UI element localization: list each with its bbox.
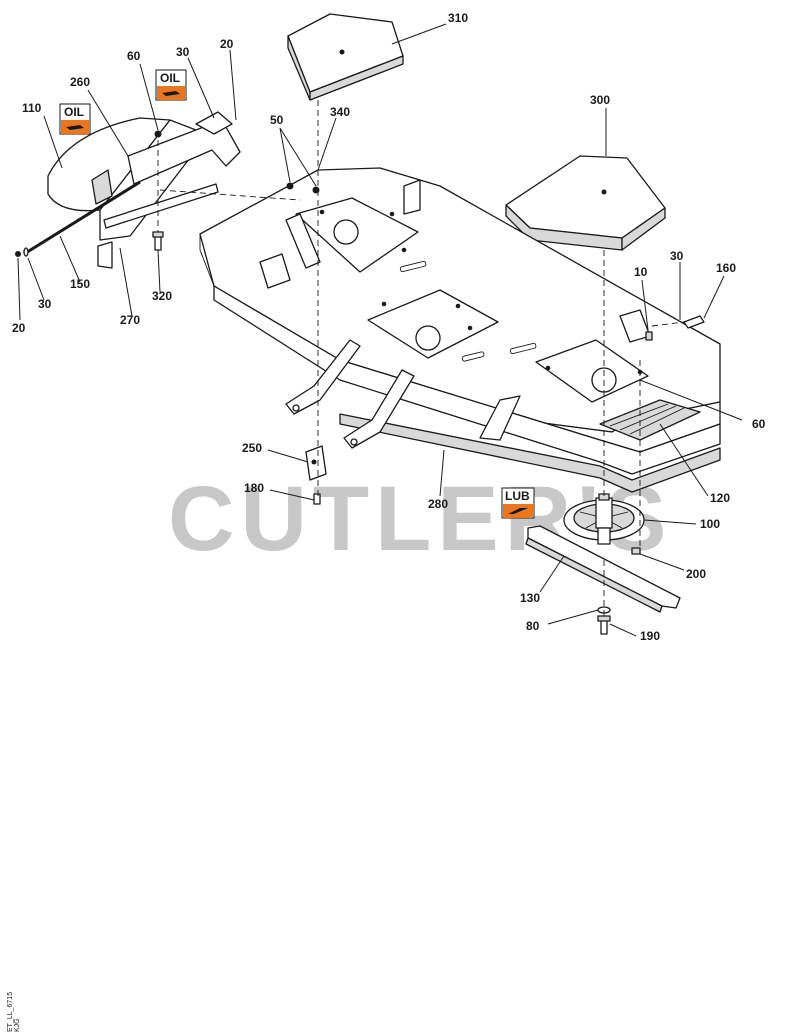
oil-can-icon [66, 125, 84, 130]
part-270-support-strap [103, 183, 219, 229]
callout-30-left: 30 [38, 297, 52, 311]
callout-150: 150 [70, 277, 90, 291]
drawing-code-sub: KJG [14, 1018, 21, 1032]
oil-badge-left-label: OIL [64, 105, 84, 119]
part-50-bolt-pair [286, 182, 320, 194]
callout-60-right: 60 [752, 417, 766, 431]
callout-labels: 310 60 30 20 260 340 300 110 50 10 30 16… [12, 11, 766, 643]
oil-badge-top-label: OIL [160, 71, 180, 85]
oil-can-icon [162, 91, 180, 96]
callout-120: 120 [710, 491, 730, 505]
callout-160: 160 [716, 261, 736, 275]
part-10-bolt [645, 331, 653, 341]
callout-260: 260 [70, 75, 90, 89]
callout-250: 250 [242, 441, 262, 455]
callout-80: 80 [526, 619, 540, 633]
lub-badge-label: LUB [505, 489, 530, 503]
leader-lines [17, 23, 743, 637]
callout-270: 270 [120, 313, 140, 327]
grease-gun-icon [508, 508, 528, 514]
callout-300: 300 [590, 93, 610, 107]
callout-340: 340 [330, 105, 350, 119]
callout-180: 180 [244, 481, 264, 495]
part-280-mower-deck [199, 167, 721, 493]
part-300-cover-plate [505, 155, 666, 251]
callout-200: 200 [686, 567, 706, 581]
part-310-cover-plate [287, 13, 404, 101]
callout-130: 130 [520, 591, 540, 605]
part-100-spindle-assembly [563, 493, 645, 545]
part-250-bracket [305, 445, 327, 481]
part-320-bolt [152, 231, 164, 251]
callout-60-top: 60 [127, 49, 141, 63]
oil-badge-left: OIL [59, 103, 91, 135]
part-260-hinge-bracket [127, 111, 241, 185]
part-130-blade [525, 525, 681, 613]
oil-badge-top: OIL [155, 69, 187, 101]
part-190-bolt [597, 615, 611, 635]
assembly-lines [157, 100, 685, 616]
callout-20-left: 20 [12, 321, 26, 335]
part-150-pivot-rod [15, 180, 141, 257]
callout-30-right: 30 [670, 249, 684, 263]
callout-10: 10 [634, 265, 648, 279]
part-160-bolt [683, 315, 705, 329]
callout-50: 50 [270, 113, 284, 127]
drawing-code: ET_LL_6715 [7, 992, 14, 1032]
callout-30-top: 30 [176, 45, 190, 59]
drawing-code-stamp: ET_LL_6715 KJG [7, 992, 21, 1032]
callout-110: 110 [22, 101, 42, 115]
callout-280: 280 [428, 497, 448, 511]
callout-320: 320 [152, 289, 172, 303]
callout-190: 190 [640, 629, 660, 643]
callout-20-top: 20 [220, 37, 234, 51]
callout-310: 310 [448, 11, 468, 25]
callout-100: 100 [700, 517, 720, 531]
part-200-nut [631, 547, 641, 555]
lub-badge: LUB [501, 487, 535, 519]
part-180-bolt [313, 493, 321, 505]
